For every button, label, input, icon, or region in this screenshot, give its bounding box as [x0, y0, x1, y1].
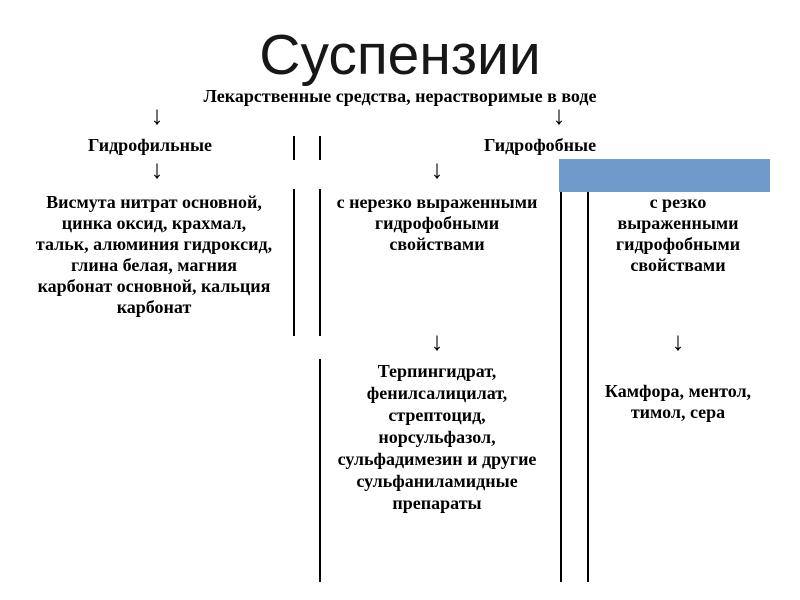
column-divider — [293, 189, 295, 336]
arrow-down-icon: ↓ — [430, 327, 444, 356]
root-node-label: Лекарственные средства, нерастворимые в … — [203, 86, 597, 106]
arrow-down-icon: ↓ — [150, 101, 164, 130]
column-divider — [560, 192, 562, 582]
column-divider — [319, 136, 321, 160]
arrow-down-icon: ↓ — [150, 155, 164, 184]
hydrophilic-examples-text: Висмута нитрат основной, цинка оксид, кр… — [35, 192, 273, 317]
column-divider — [319, 359, 321, 582]
column-divider — [293, 136, 295, 160]
arrow-down-icon: ↓ — [671, 327, 685, 356]
arrow-down-icon: ↓ — [430, 155, 444, 184]
mild-hydrophobic-examples-text: Терпингидрат, фенилсалицилат, стрептоцид… — [337, 361, 537, 513]
subtype-label-strong-hydrophobic: с резко выраженными гидрофобными свойств… — [615, 192, 741, 275]
column-divider — [319, 189, 321, 336]
strong-hydrophobic-examples-text: Камфора, ментол, тимол, сера — [604, 381, 752, 422]
subtype-label-mild-hydrophobic: с нерезко выраженными гидрофобными свойс… — [336, 192, 538, 254]
branch-label-hydrophobic: Гидрофобные — [483, 135, 597, 155]
slide-title: Суспензии — [259, 23, 541, 87]
branch-label-hydrophilic: Гидрофильные — [87, 135, 213, 155]
column-divider — [587, 192, 589, 582]
highlight-bar — [559, 159, 770, 192]
arrow-down-icon: ↓ — [552, 101, 566, 130]
